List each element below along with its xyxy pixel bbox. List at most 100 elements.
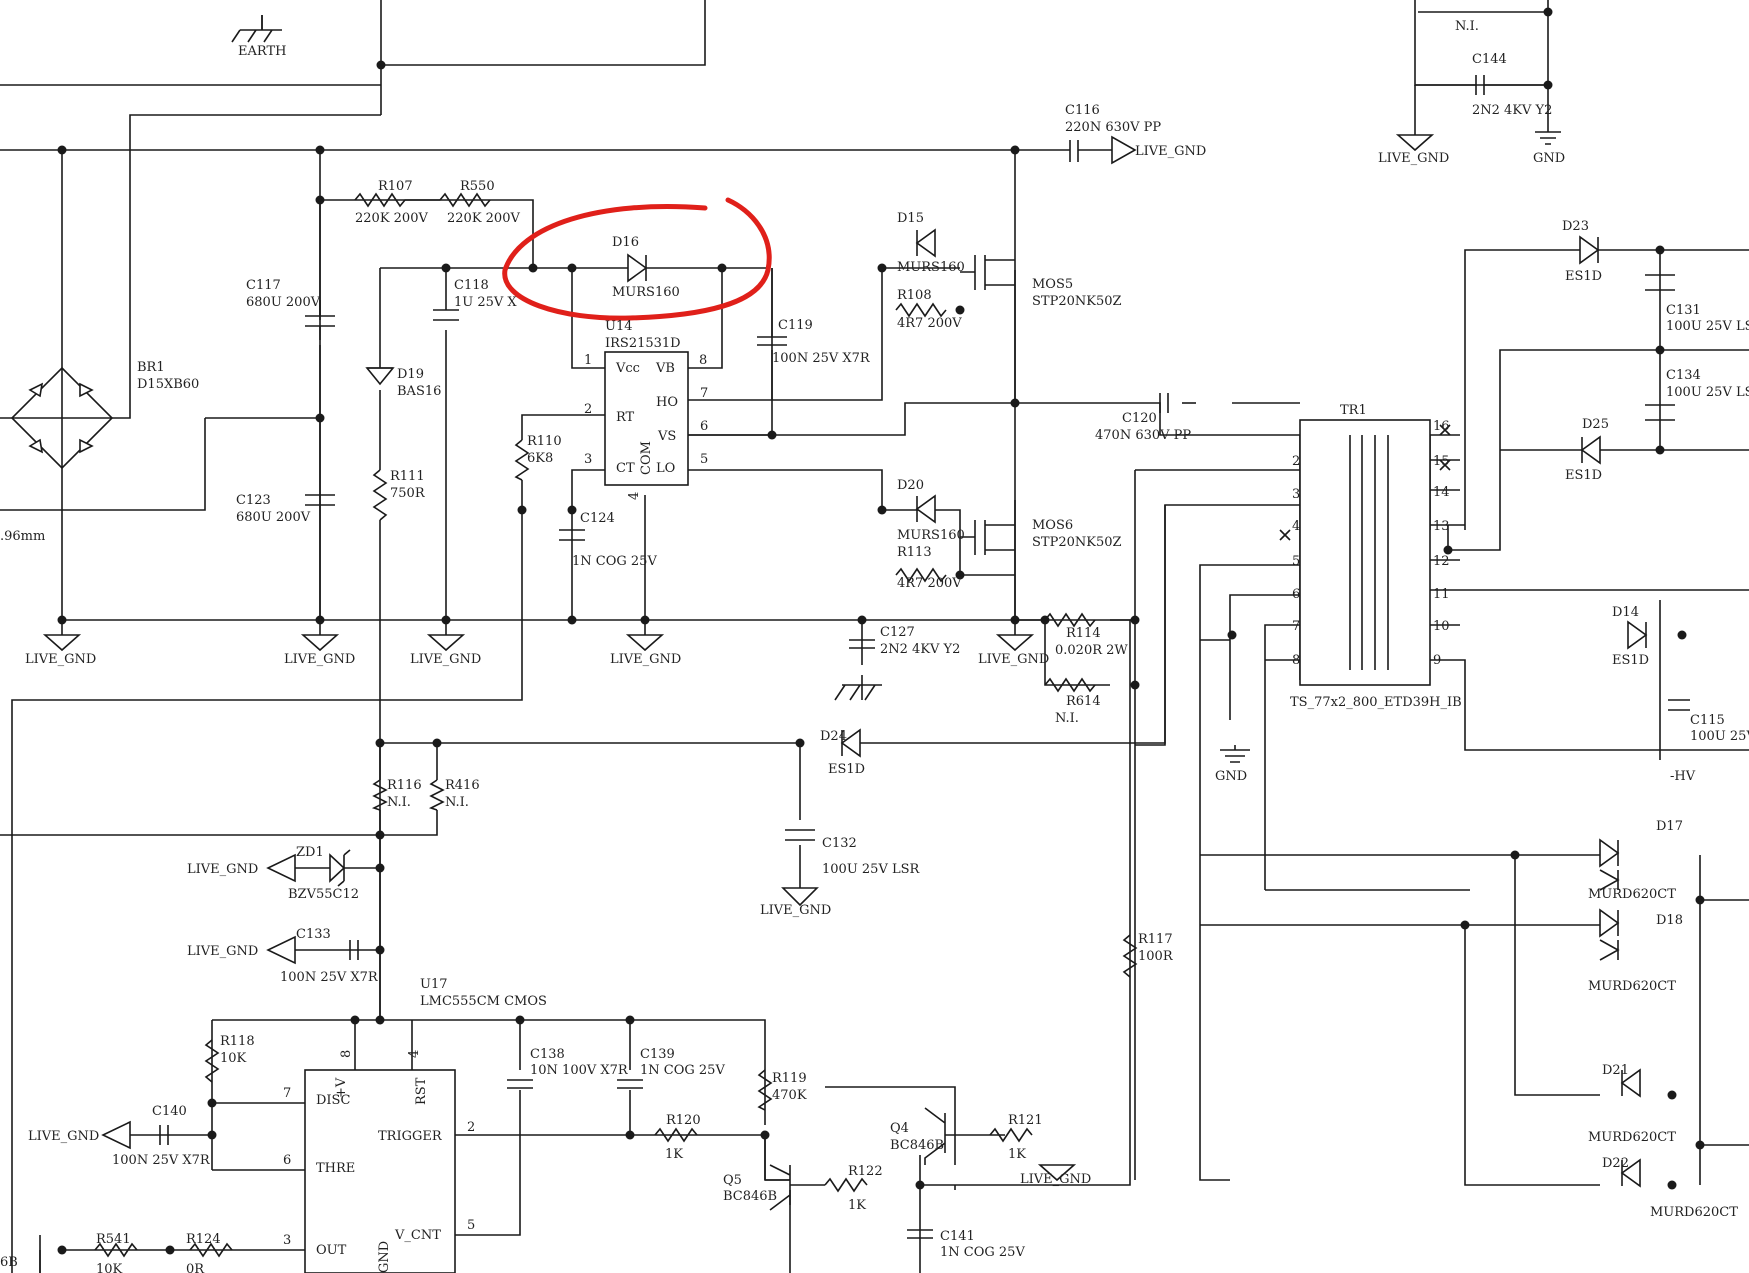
lbl-d21-val: MURD620CT <box>1588 1130 1676 1145</box>
lbl-c134-val: 100U 25V LS <box>1666 385 1749 400</box>
lbl-r541-val: 10K <box>96 1262 123 1273</box>
lbl-r416-val: N.I. <box>445 795 469 810</box>
lbl-r121-val: 1K <box>1008 1147 1026 1162</box>
lbl-u17-pin7: 7 <box>283 1086 291 1101</box>
mosfets <box>960 255 1015 555</box>
diodes <box>10 228 1648 1188</box>
lbl-c132-val: 100U 25V LSR <box>822 862 921 877</box>
lbl-c120: C120 <box>1122 411 1157 426</box>
lbl-tr-p2: 2 <box>1292 454 1300 469</box>
lbl-r124: R124 <box>186 1232 221 1247</box>
lbl-u17-gnd: GND <box>377 1241 392 1273</box>
lbl-pin6: 6 <box>700 419 708 434</box>
lbl-ni-top: N.I. <box>1455 19 1479 34</box>
lbl-u14-lo: LO <box>656 461 675 476</box>
lbl-pin5: 5 <box>700 452 708 467</box>
lbl-mos6-val: STP20NK50Z <box>1032 535 1122 550</box>
lbl-u14-ct: CT <box>616 461 635 476</box>
lbl-r614-val: N.I. <box>1055 711 1079 726</box>
lbl-live-gnd-tr: LIVE_GND <box>1378 151 1449 166</box>
lbl-u17-val: LMC555CM CMOS <box>420 994 547 1009</box>
lbl-c119-val: 100N 25V X7R <box>772 351 871 366</box>
lbl-br1-val: D15XB60 <box>137 377 199 392</box>
lbl-c116-val: 220N 630V PP <box>1065 120 1161 135</box>
lbl-dim: .96mm <box>0 529 45 544</box>
lbl-d23-val: ES1D <box>1565 269 1602 284</box>
lbl-zd1: ZD1 <box>296 845 324 860</box>
lbl-c144-val: 2N2 4KV Y2 <box>1472 103 1552 118</box>
lbl-c124-val: 1N COG 25V <box>572 554 657 569</box>
lbl-d18-val: MURD620CT <box>1588 979 1676 994</box>
lbl-live-gnd-5: LIVE_GND <box>978 652 1049 667</box>
ic-u14 <box>604 351 689 486</box>
lbl-pin1: 1 <box>584 353 592 368</box>
lbl-c127-val: 2N2 4KV Y2 <box>880 642 960 657</box>
lbl-c117-val: 680U 200V <box>246 295 321 310</box>
lbl-c116: C116 <box>1065 103 1100 118</box>
lbl-live-gnd-2: LIVE_GND <box>284 652 355 667</box>
lbl-u17-disc: DISC <box>316 1093 350 1108</box>
lbl-d23: D23 <box>1562 219 1589 234</box>
lbl-tr-p3: 3 <box>1292 487 1300 502</box>
lbl-tr-p4: 4 <box>1292 519 1300 534</box>
lbl-c138-val: 10N 100V X7R <box>530 1063 629 1078</box>
lbl-r550: R550 <box>460 179 495 194</box>
transistors <box>39 1107 955 1273</box>
lbl-tr-s13: 13 <box>1433 519 1450 534</box>
lbl-u17-vcnt: V_CNT <box>394 1228 441 1243</box>
lbl-q5-val: BC846B <box>723 1189 777 1204</box>
lbl-c141-val: 1N COG 25V <box>940 1245 1025 1260</box>
lbl-u14-vs: VS <box>657 429 676 444</box>
lbl-r117-val: 100R <box>1138 949 1174 964</box>
lbl-u17-pin2: 2 <box>467 1120 475 1135</box>
lbl-c117: C117 <box>246 278 281 293</box>
lbl-c118-val: 1U 25V X <box>454 295 517 310</box>
lbl-tr-p8: 8 <box>1292 653 1300 668</box>
gnd-symbols <box>834 131 1561 763</box>
ic-u17 <box>304 1069 456 1273</box>
lbl-pin2: 2 <box>584 402 592 417</box>
lbl-d20-val: MURS160 <box>897 528 965 543</box>
lbl-u14-vb: VB <box>655 361 675 376</box>
lbl-tr-s9: 9 <box>1433 653 1441 668</box>
lbl-pin3: 3 <box>584 452 592 467</box>
lbl-d19-val: BAS16 <box>397 384 441 399</box>
lbl-tr-s10: 10 <box>1433 619 1450 634</box>
lbl-r416: R416 <box>445 778 480 793</box>
lbl-r118-val: 10K <box>220 1051 247 1066</box>
junctions <box>57 7 1705 1255</box>
lbl-c140-val: 100N 25V X7R <box>112 1153 211 1168</box>
lbl-r107: R107 <box>378 179 413 194</box>
lbl-c115: C115 <box>1690 713 1725 728</box>
lbl-r124-val: 0R <box>186 1262 205 1273</box>
lbl-r116: R116 <box>387 778 422 793</box>
lbl-c119: C119 <box>778 318 813 333</box>
lbl-q5: Q5 <box>723 1173 742 1188</box>
lbl-r110-val: 6K8 <box>527 451 553 466</box>
lbl-tr-p6: 6 <box>1292 587 1300 602</box>
lbl-d19: D19 <box>397 367 424 382</box>
lbl-u17-trig: TRIGGER <box>378 1129 443 1144</box>
lbl-c133: C133 <box>296 927 331 942</box>
lbl-q4-val: BC846B <box>890 1138 944 1153</box>
lbl-r116-val: N.I. <box>387 795 411 810</box>
lbl-tr1: TR1 <box>1340 403 1367 418</box>
lbl-d17-val: MURD620CT <box>1588 887 1676 902</box>
lbl-live-gnd-1: LIVE_GND <box>25 652 96 667</box>
lbl-gnd-tr: GND <box>1533 151 1565 166</box>
capacitors <box>159 75 1690 1239</box>
lbl-d17: D17 <box>1656 819 1683 834</box>
lbl-hv: -HV <box>1670 769 1696 784</box>
lbl-d15-val: MURS160 <box>897 260 965 275</box>
lbl-d16: D16 <box>612 235 639 250</box>
lbl-u17-pin5: 5 <box>467 1218 475 1233</box>
lbl-live-gnd-c133: LIVE_GND <box>187 944 258 959</box>
lbl-u17-pin8: 8 <box>339 1050 354 1058</box>
lbl-live-gnd-3: LIVE_GND <box>410 652 481 667</box>
lbl-r117: R117 <box>1138 932 1173 947</box>
resistors <box>94 192 1138 1258</box>
lbl-u14-rt: RT <box>616 410 635 425</box>
lbl-r114-val: 0.020R 2W <box>1055 643 1128 658</box>
lbl-u17-pin6: 6 <box>283 1153 291 1168</box>
